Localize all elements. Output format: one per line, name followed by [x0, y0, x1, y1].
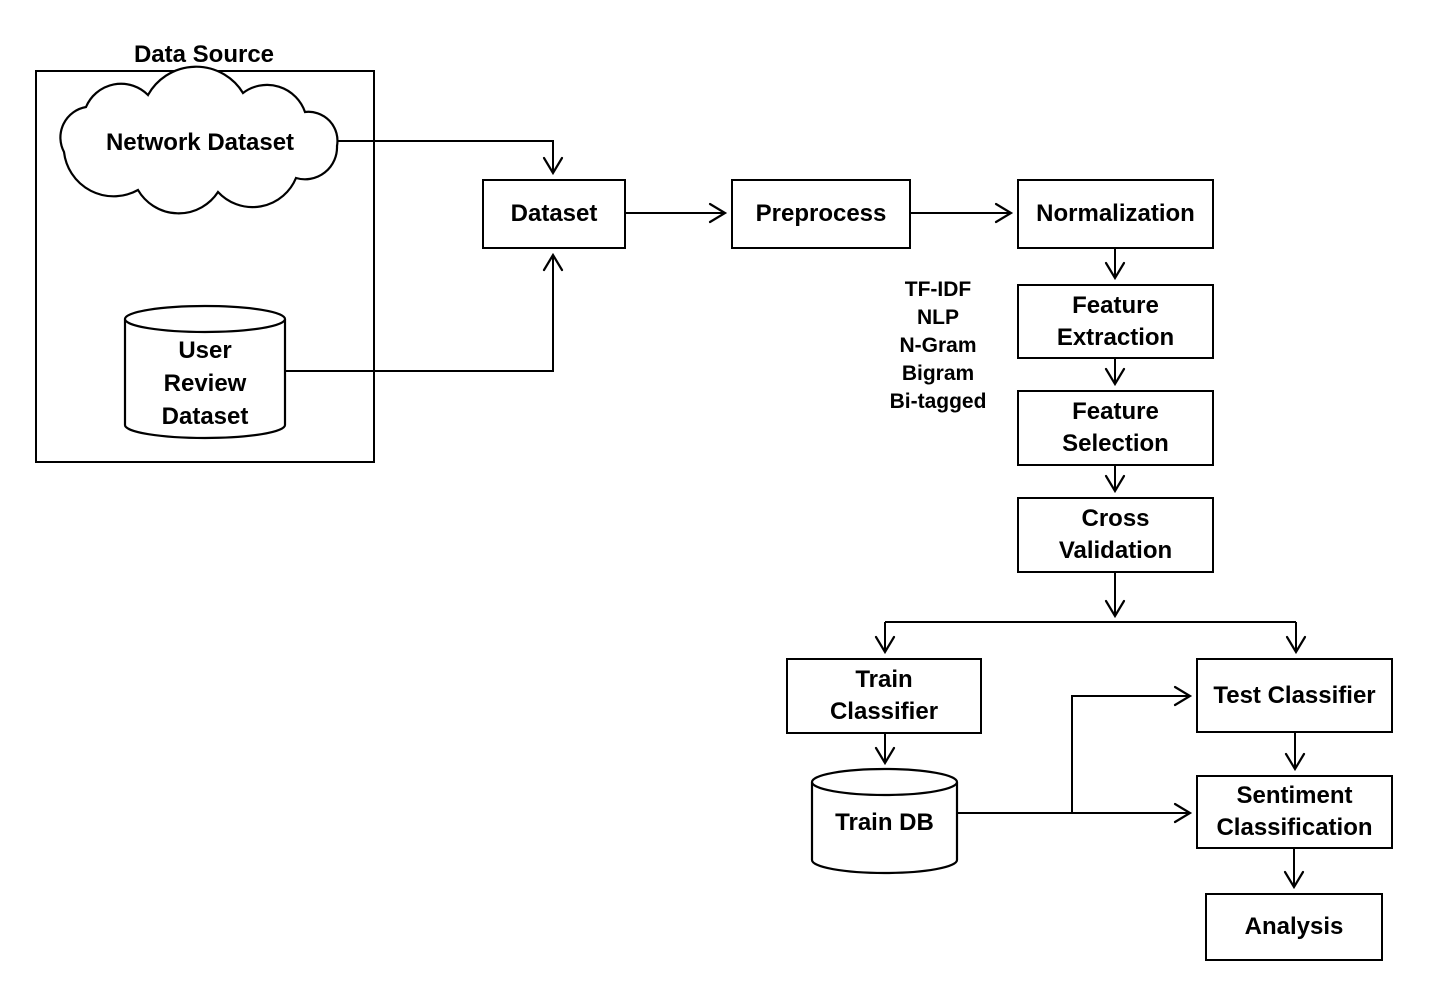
connector-train-db-to-test-classifier [1071, 685, 1193, 813]
node-normalization: Normalization [1017, 179, 1214, 249]
node-analysis: Analysis [1205, 893, 1383, 961]
node-cross-validation: Cross Validation [1017, 497, 1214, 573]
feature-method-item: N-Gram [899, 334, 977, 357]
data-source-title: Data Source [133, 41, 275, 68]
node-feature-selection: Feature Selection [1017, 390, 1214, 466]
feature-method-item: TF-IDF [904, 278, 972, 301]
node-dataset: Dataset [482, 179, 626, 249]
network-dataset-label: Network Dataset [105, 129, 295, 156]
node-preprocess: Preprocess [731, 179, 911, 249]
connector-user-review-db-to-dataset [285, 252, 564, 372]
node-feature-extraction: Feature Extraction [1017, 284, 1214, 359]
user-review-db-cylinder-shape [123, 304, 287, 440]
node-test-classifier: Test Classifier [1196, 658, 1393, 733]
user-review-dataset-label: User Review Dataset [161, 337, 249, 430]
feature-method-item: Bi-tagged [889, 390, 987, 413]
feature-methods-list: TF-IDF NLP N-Gram Bigram Bi-tagged [858, 276, 1018, 416]
node-sentiment-classification: Sentiment Classification [1196, 775, 1393, 849]
feature-method-item: NLP [917, 306, 959, 329]
node-train-classifier: Train Classifier [786, 658, 982, 734]
train-db-cylinder-shape [810, 767, 959, 875]
connector-cloud-to-dataset [338, 140, 564, 176]
feature-method-item: Bigram [901, 362, 975, 385]
network-dataset-cloud-shape [59, 65, 339, 215]
train-db-label: Train DB [835, 809, 934, 836]
